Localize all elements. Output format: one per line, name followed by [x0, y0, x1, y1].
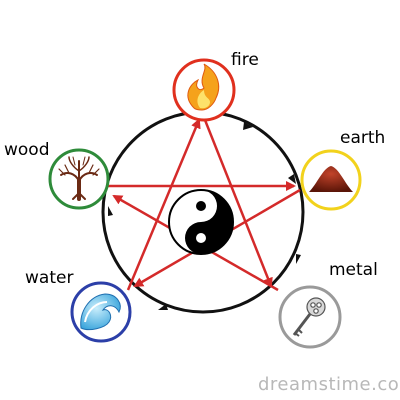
wood-element — [48, 148, 110, 210]
star-arrow-fire-metal — [201, 114, 273, 288]
watermark: dreamstime.com — [258, 374, 400, 395]
fire-label: fire — [231, 50, 259, 70]
metal-element — [278, 285, 342, 349]
water-element — [70, 281, 132, 343]
water-label: water — [25, 268, 74, 288]
tree-icon — [58, 156, 100, 201]
flame-icon — [187, 63, 220, 111]
star-arrow-water-fire — [126, 118, 201, 291]
cycle-arrow-3 — [296, 254, 301, 264]
soil-pile-icon — [309, 166, 353, 192]
cycle-arrow-1 — [243, 122, 253, 130]
metal-label: metal — [329, 260, 378, 280]
key-icon — [292, 297, 326, 337]
cycle-arrow-4 — [158, 304, 168, 310]
earth-element — [300, 149, 362, 211]
wave-icon — [80, 293, 121, 331]
wood-label: wood — [4, 140, 50, 160]
fire-element — [172, 58, 236, 122]
yin-yang-icon — [168, 189, 234, 255]
earth-label: earth — [340, 128, 386, 148]
cycle-arrow-5 — [108, 206, 113, 216]
